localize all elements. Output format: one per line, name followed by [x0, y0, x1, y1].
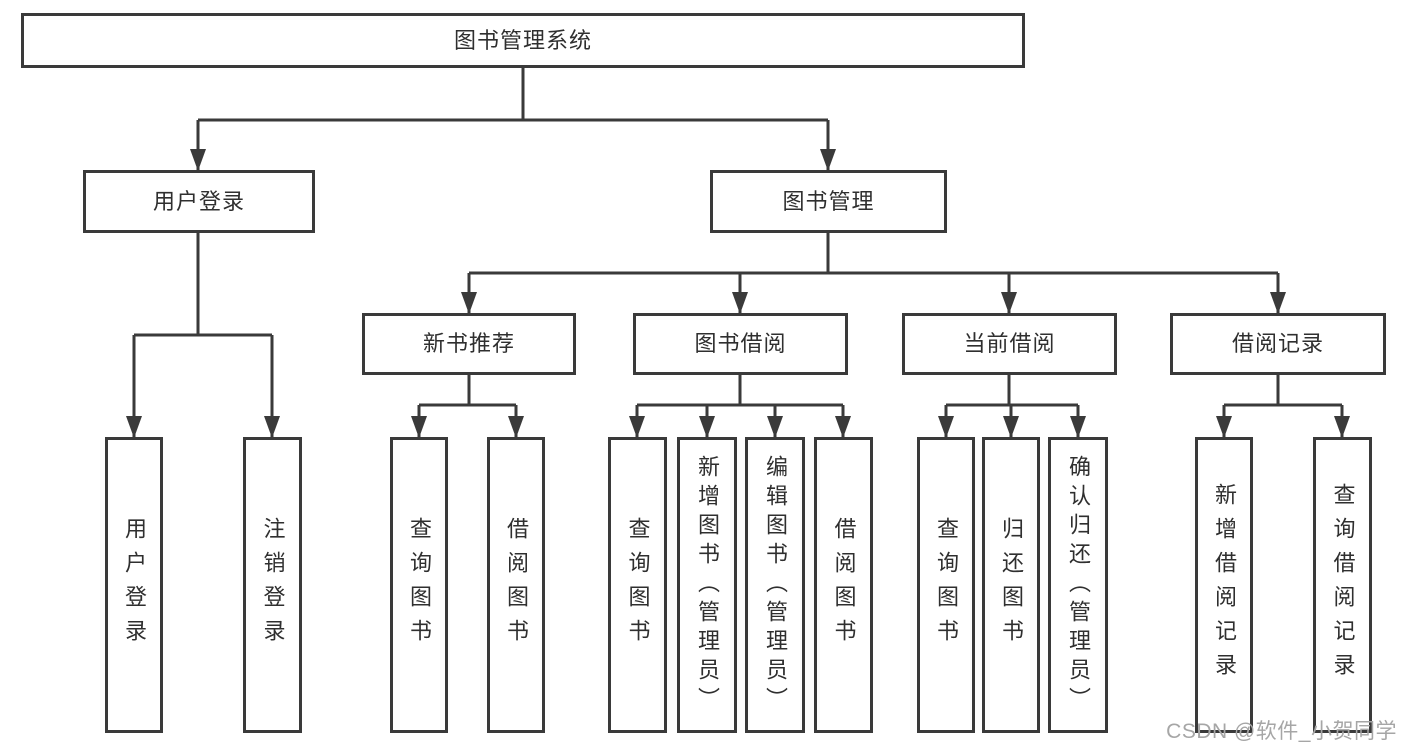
node-book-borrowing: 图书借阅 [633, 313, 848, 375]
leaf-user-login: 用户登录 [105, 437, 163, 733]
leaf-query-books-current: 查询图书 [917, 437, 975, 733]
node-borrowing-records: 借阅记录 [1170, 313, 1386, 375]
leaf-query-books-borrowing: 查询图书 [608, 437, 667, 733]
node-new-book-recommend: 新书推荐 [362, 313, 576, 375]
node-current-borrowing: 当前借阅 [902, 313, 1117, 375]
leaf-add-borrow-record: 新增借阅记录 [1195, 437, 1253, 733]
leaf-query-books-recommend: 查询图书 [390, 437, 448, 733]
node-user-login: 用户登录 [83, 170, 315, 233]
node-book-management: 图书管理 [710, 170, 947, 233]
node-book-management-label: 图书管理 [782, 188, 875, 214]
leaf-edit-book-admin: 编辑图书（管理员） [745, 437, 805, 733]
node-borrowing-records-label: 借阅记录 [1231, 331, 1324, 356]
leaf-logout: 注销登录 [243, 437, 302, 733]
leaf-borrow-books-recommend: 借阅图书 [487, 437, 545, 733]
node-new-book-recommend-label: 新书推荐 [422, 331, 515, 356]
node-root-label: 图书管理系统 [453, 27, 592, 53]
leaf-add-book-admin: 新增图书（管理员） [677, 437, 737, 733]
node-root-system: 图书管理系统 [21, 13, 1025, 68]
node-current-borrowing-label: 当前借阅 [963, 331, 1056, 356]
leaf-borrow-books-borrowing: 借阅图书 [814, 437, 873, 733]
node-book-borrowing-label: 图书借阅 [694, 331, 787, 356]
leaf-query-borrow-record: 查询借阅记录 [1313, 437, 1372, 733]
csdn-watermark: CSDN @软件_小贺同学 [1166, 720, 1397, 743]
leaf-return-books: 归还图书 [982, 437, 1040, 733]
node-user-login-label: 用户登录 [152, 188, 245, 214]
leaf-confirm-return-admin: 确认归还（管理员） [1048, 437, 1108, 733]
